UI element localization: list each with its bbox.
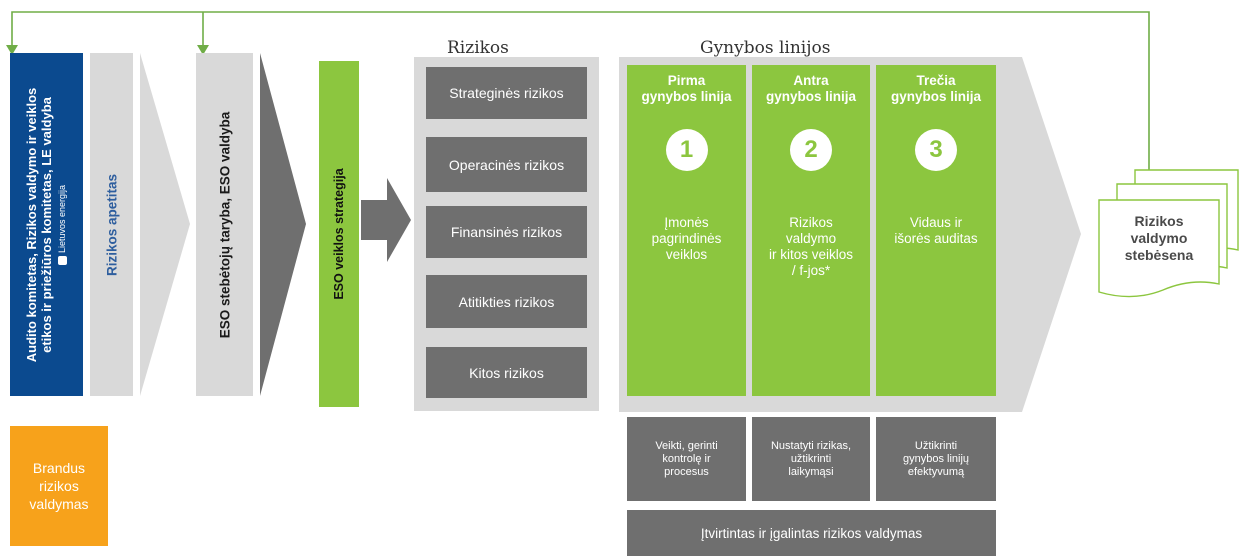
first-line-column: Pirma gynybos linija 1 Įmonės pagrindinė… (627, 65, 746, 396)
logo-text: Lietuvos energija (56, 184, 67, 253)
eso-board-panel: ESO stebėtojų taryba, ESO valdyba (196, 53, 253, 396)
eso-strategy-panel: ESO veiklos strategija (319, 61, 359, 407)
second-line-column: Antra gynybos linija 2 Rizikos valdymo i… (752, 65, 870, 396)
risk-strategic: Strateginės rizikos (426, 67, 587, 119)
second-line-role: Nustatyti rizikas, užtikrinti laikymąsi (752, 417, 870, 501)
mature-risk-management-box: Brandus rizikos valdymas (10, 426, 108, 546)
mature-risk-management-label: Brandus rizikos valdymas (29, 460, 89, 512)
first-line-role: Veikti, gerinti kontrolę ir procesus (627, 417, 746, 501)
risk-appetite-panel: Rizikos apetitas (90, 53, 133, 396)
defense-lines-heading: Gynybos linijos (700, 38, 831, 58)
logo-icon (57, 255, 67, 265)
lietuvos-energija-logo: Lietuvos energija (55, 55, 70, 395)
risk-financial: Finansinės rizikos (426, 206, 587, 258)
eso-strategy-label: ESO veiklos strategija (332, 168, 346, 300)
risk-monitoring-label: Rizikos valdymo stebėsena (1124, 213, 1194, 263)
strengthened-risk-management-bar: Įtvirtintas ir įgalintas rizikos valdyma… (627, 510, 996, 556)
board-committees-label: Audito komitetas, Rizikos valdymo ir vei… (23, 87, 54, 362)
risks-heading: Rizikos (447, 38, 509, 58)
second-line-number: 2 (790, 129, 832, 171)
risk-other: Kitos rizikos (426, 347, 587, 398)
third-line-role: Užtikrinti gynybos linijų efektyvumą (876, 417, 996, 501)
third-line-number: 3 (915, 129, 957, 171)
monitoring-document-stack (1098, 169, 1239, 298)
third-line-column: Trečia gynybos linija 3 Vidaus ir išorės… (876, 65, 996, 396)
first-line-number: 1 (665, 129, 708, 171)
risk-appetite-label: Rizikos apetitas (104, 173, 119, 276)
strategy-to-risks-arrow (361, 178, 411, 262)
second-line-title: Antra gynybos linija (765, 73, 857, 104)
board-committees-panel: Audito komitetas, Rizikos valdymo ir vei… (10, 53, 83, 396)
appetite-chevron-arrow (140, 53, 190, 396)
eso-board-label: ESO stebėtojų taryba, ESO valdyba (217, 111, 232, 338)
second-line-description: Rizikos valdymo ir kitos veiklos / f-jos… (768, 215, 854, 278)
first-line-description: Įmonės pagrindinės veiklos (651, 215, 722, 262)
risk-compliance: Atitikties rizikos (426, 275, 587, 328)
risk-operational: Operacinės rizikos (426, 137, 587, 192)
eso-board-chevron-arrow (260, 53, 306, 396)
first-line-title: Pirma gynybos linija (641, 73, 732, 104)
third-line-title: Trečia gynybos linija (890, 73, 982, 104)
third-line-description: Vidaus ir išorės auditas (894, 215, 978, 246)
